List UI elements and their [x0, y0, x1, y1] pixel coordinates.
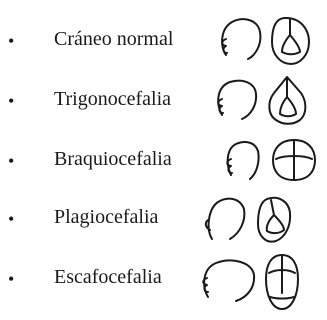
plagiocephaly-side-icon	[206, 199, 245, 239]
brachycephaly-top-icon	[273, 140, 315, 180]
skull-diagrams	[214, 75, 314, 125]
skull-diagrams	[202, 193, 302, 245]
list-item-plagiocephaly: • Plagiocefalia	[0, 190, 327, 246]
bullet: •	[8, 270, 14, 288]
list-item-label: Plagiocefalia	[54, 205, 158, 229]
bullet: •	[8, 92, 14, 110]
list-item-label: Escafocefalia	[54, 265, 162, 289]
trigonocephaly-side-icon	[218, 81, 256, 119]
list-item-label: Cráneo normal	[54, 27, 173, 51]
list-item-scaphocephaly: • Escafocefalia	[0, 250, 327, 306]
scaphocephaly-top-icon	[266, 255, 298, 309]
plagiocephaly-top-icon	[258, 198, 290, 242]
list-item-normal-skull: • Cráneo normal	[0, 12, 327, 68]
skull-diagrams	[198, 253, 308, 311]
bullet: •	[8, 32, 14, 50]
list-item-label: Braquiocefalia	[54, 147, 172, 171]
scaphocephaly-side-icon	[203, 260, 254, 301]
bullet: •	[8, 152, 14, 170]
list-item-brachycephaly: • Braquiocefalia	[0, 132, 327, 188]
list-item-trigonocephaly: • Trigonocefalia	[0, 72, 327, 128]
normal-skull-side-icon	[222, 19, 260, 59]
list-item-label: Trigonocefalia	[54, 87, 171, 111]
bullet: •	[8, 210, 14, 228]
brachycephaly-side-icon	[227, 142, 258, 179]
skull-diagrams	[218, 15, 318, 65]
trigonocephaly-top-icon	[269, 77, 305, 124]
skull-diagrams	[222, 135, 322, 185]
normal-skull-top-icon	[272, 18, 309, 64]
